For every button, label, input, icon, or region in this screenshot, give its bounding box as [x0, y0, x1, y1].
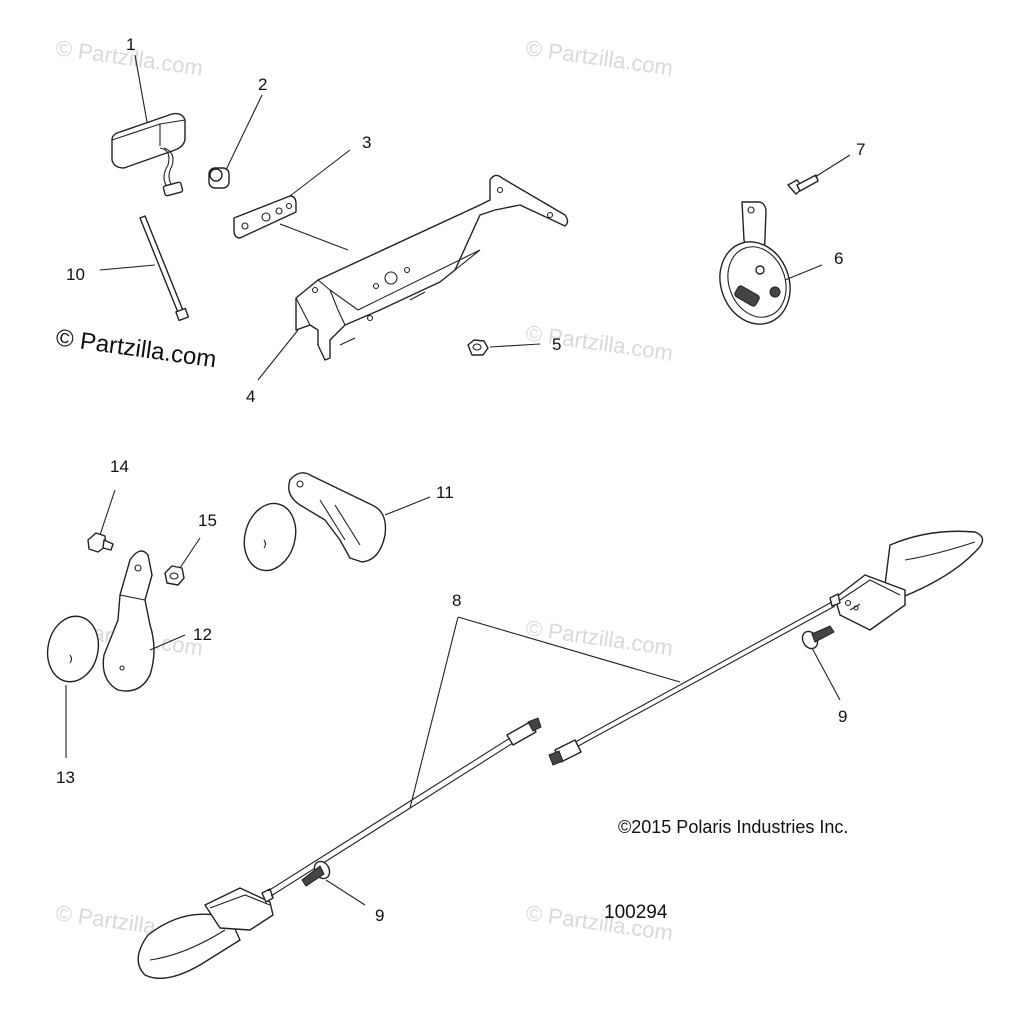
callout-8: 8 — [452, 591, 461, 610]
part-2-spacer[interactable] — [208, 167, 230, 189]
watermark-main: © Partzilla.com — [54, 324, 218, 373]
copyright-text: ©2015 Polaris Industries Inc. — [618, 817, 848, 837]
part-14-screw[interactable] — [87, 532, 114, 553]
part-3-plate[interactable] — [233, 195, 297, 239]
part-8-turn-signal-left[interactable] — [137, 717, 542, 979]
callout-13: 13 — [56, 768, 75, 787]
callout-12: 12 — [193, 625, 212, 644]
callout-9-upper: 9 — [838, 707, 847, 726]
leader-lines — [65, 54, 851, 906]
callout-7: 7 — [856, 140, 865, 159]
part-13-reflector[interactable] — [42, 612, 105, 687]
part-15-nut[interactable] — [164, 565, 185, 586]
callout-6: 6 — [834, 249, 843, 268]
part-5-nut[interactable] — [467, 339, 489, 356]
callout-2: 2 — [258, 75, 267, 94]
part-4-mounting-bracket[interactable] — [295, 174, 569, 361]
watermarks: © Partzilla.com © Partzilla.com © Partzi… — [54, 35, 674, 945]
watermark: © Partzilla.com — [524, 320, 674, 365]
part-9-screw-lower[interactable] — [301, 859, 333, 887]
callout-10: 10 — [66, 265, 85, 284]
part-9-screw-upper[interactable] — [799, 625, 835, 651]
part-10-cable-tie[interactable] — [139, 215, 190, 322]
part-1-plate-light[interactable] — [111, 112, 186, 197]
part-12-reflector-bracket[interactable] — [102, 550, 155, 692]
part-8-turn-signal-right[interactable] — [548, 530, 984, 766]
callout-14: 14 — [110, 457, 129, 476]
part-11-reflector-bracket[interactable] — [237, 472, 387, 577]
figure-number: 100294 — [604, 902, 668, 923]
callout-1: 1 — [126, 35, 135, 54]
watermark: © Partzilla.com — [524, 35, 674, 80]
callout-5: 5 — [552, 335, 561, 354]
callout-11: 11 — [436, 483, 454, 502]
callout-9-lower: 9 — [375, 906, 384, 925]
part-6-horn[interactable] — [709, 201, 802, 334]
part-7-bolt[interactable] — [787, 174, 819, 195]
callout-numbers: 1 2 3 4 5 6 7 8 9 9 10 11 12 13 14 15 — [56, 35, 865, 925]
callout-3: 3 — [362, 133, 371, 152]
watermark: © Partzilla.com — [524, 615, 674, 660]
callout-4: 4 — [246, 387, 255, 406]
callout-15: 15 — [198, 511, 217, 530]
